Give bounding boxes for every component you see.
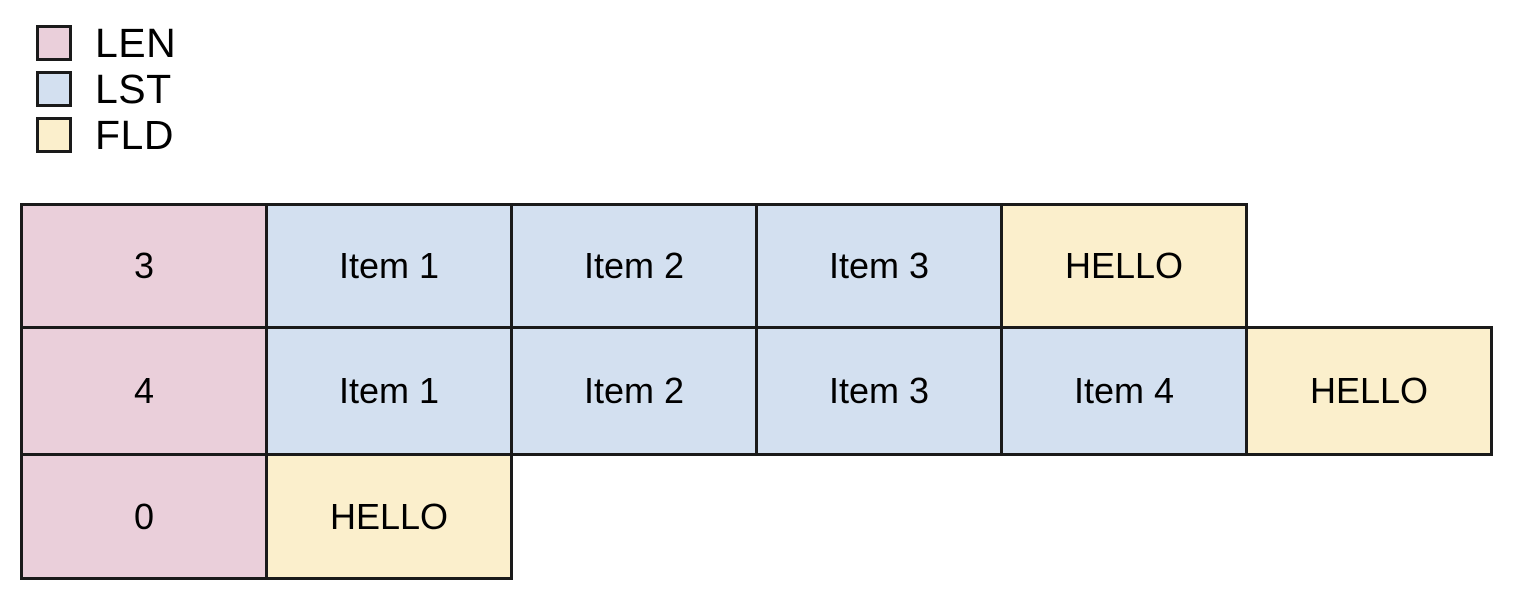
table-row: 3 Item 1 Item 2 Item 3 HELLO — [20, 203, 1493, 329]
legend-item-len: LEN — [36, 20, 436, 66]
legend-swatch-fld-icon — [36, 117, 72, 153]
table-cell-item: Item 2 — [510, 326, 758, 456]
legend-label-len: LEN — [95, 19, 177, 66]
legend-swatch-lst-icon — [36, 71, 72, 107]
table-cell-item: Item 3 — [755, 203, 1003, 329]
memory-layout-table: 3 Item 1 Item 2 Item 3 HELLO 4 Item 1 It… — [20, 203, 1493, 580]
table-cell-len: 4 — [20, 326, 268, 456]
table-row: 4 Item 1 Item 2 Item 3 Item 4 HELLO — [20, 326, 1493, 456]
table-cell-fld: HELLO — [1000, 203, 1248, 329]
table-cell-item: Item 1 — [265, 203, 513, 329]
table-cell-item: Item 1 — [265, 326, 513, 456]
table-cell-len: 3 — [20, 203, 268, 329]
legend-label-fld: FLD — [95, 111, 174, 158]
legend-item-lst: LST — [36, 66, 436, 112]
table-cell-fld: HELLO — [265, 453, 513, 580]
legend: LEN LST FLD — [36, 20, 436, 158]
table-row: 0 HELLO — [20, 453, 1493, 580]
legend-item-fld: FLD — [36, 112, 436, 158]
table-cell-item: Item 2 — [510, 203, 758, 329]
legend-label-lst: LST — [95, 65, 172, 112]
table-cell-item: Item 3 — [755, 326, 1003, 456]
legend-swatch-len-icon — [36, 25, 72, 61]
table-cell-item: Item 4 — [1000, 326, 1248, 456]
table-cell-fld: HELLO — [1245, 326, 1493, 456]
table-cell-len: 0 — [20, 453, 268, 580]
